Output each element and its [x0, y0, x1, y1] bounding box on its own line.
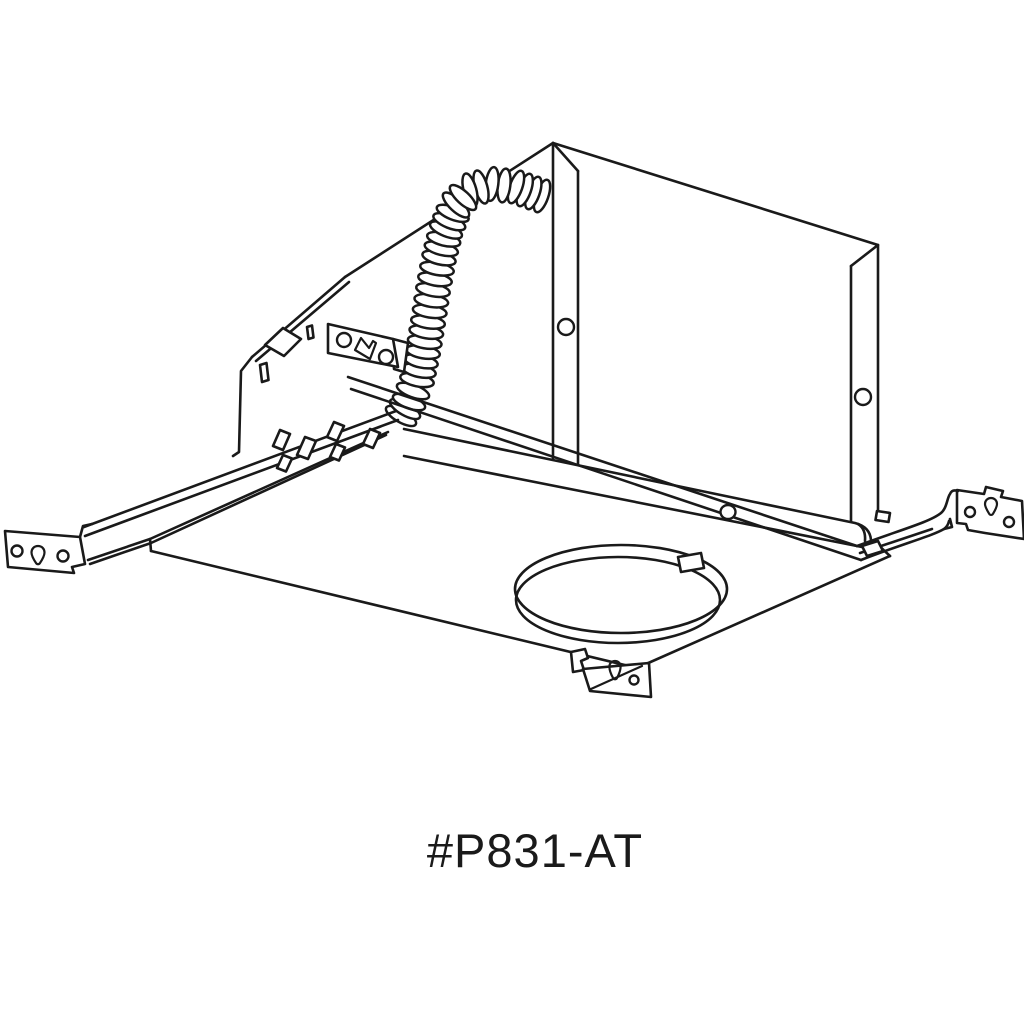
rail-clip	[328, 442, 347, 462]
product-code-label: #P831-AT	[427, 824, 643, 877]
screw-hole-right-flange	[853, 387, 873, 407]
hanger-bar-right	[346, 375, 863, 562]
rail-clip	[325, 420, 346, 443]
keyhole-slot	[983, 496, 999, 517]
aperture-opening	[514, 555, 722, 645]
flex-conduit	[384, 165, 552, 428]
nail-hole	[1002, 515, 1016, 529]
aperture-ring	[513, 543, 729, 645]
right-flange-tab	[874, 509, 892, 524]
rail-clip	[271, 428, 292, 452]
nail-hole	[963, 505, 977, 519]
frame-front-left-edge	[149, 549, 639, 670]
aperture-ring-tab	[676, 551, 706, 574]
hanger-bar-hole	[719, 503, 737, 521]
frame-front-right-edge	[635, 554, 892, 670]
nail-hole	[56, 549, 70, 563]
frame-wall-fold	[402, 454, 864, 549]
frame-wall-top-edge	[402, 427, 873, 542]
nail-plate-left	[3, 529, 87, 575]
conduit-ring	[448, 183, 478, 212]
screw-hole-left-flange	[556, 317, 576, 337]
nail-hole	[10, 544, 24, 558]
box-side-notch	[305, 324, 315, 341]
frame-bracket-front	[569, 647, 653, 699]
rail-clip	[860, 539, 885, 558]
bracket-hole	[377, 348, 395, 366]
bar-hanger-bracket	[326, 322, 410, 374]
aperture-rim	[513, 543, 729, 635]
box-side-slot	[258, 361, 270, 384]
rail-clip	[275, 453, 294, 473]
keyhole-slot	[30, 544, 46, 566]
nail-plate-right	[855, 485, 1024, 562]
keyhole-slot	[608, 659, 622, 681]
bracket-arrow-cutout	[353, 336, 378, 361]
rail-clip	[295, 435, 318, 461]
hanger-bar-left	[3, 409, 400, 575]
bracket-hole	[335, 331, 353, 349]
box-top-tab	[263, 326, 303, 358]
bracket-hole	[628, 674, 640, 686]
rail-clip	[361, 427, 382, 450]
